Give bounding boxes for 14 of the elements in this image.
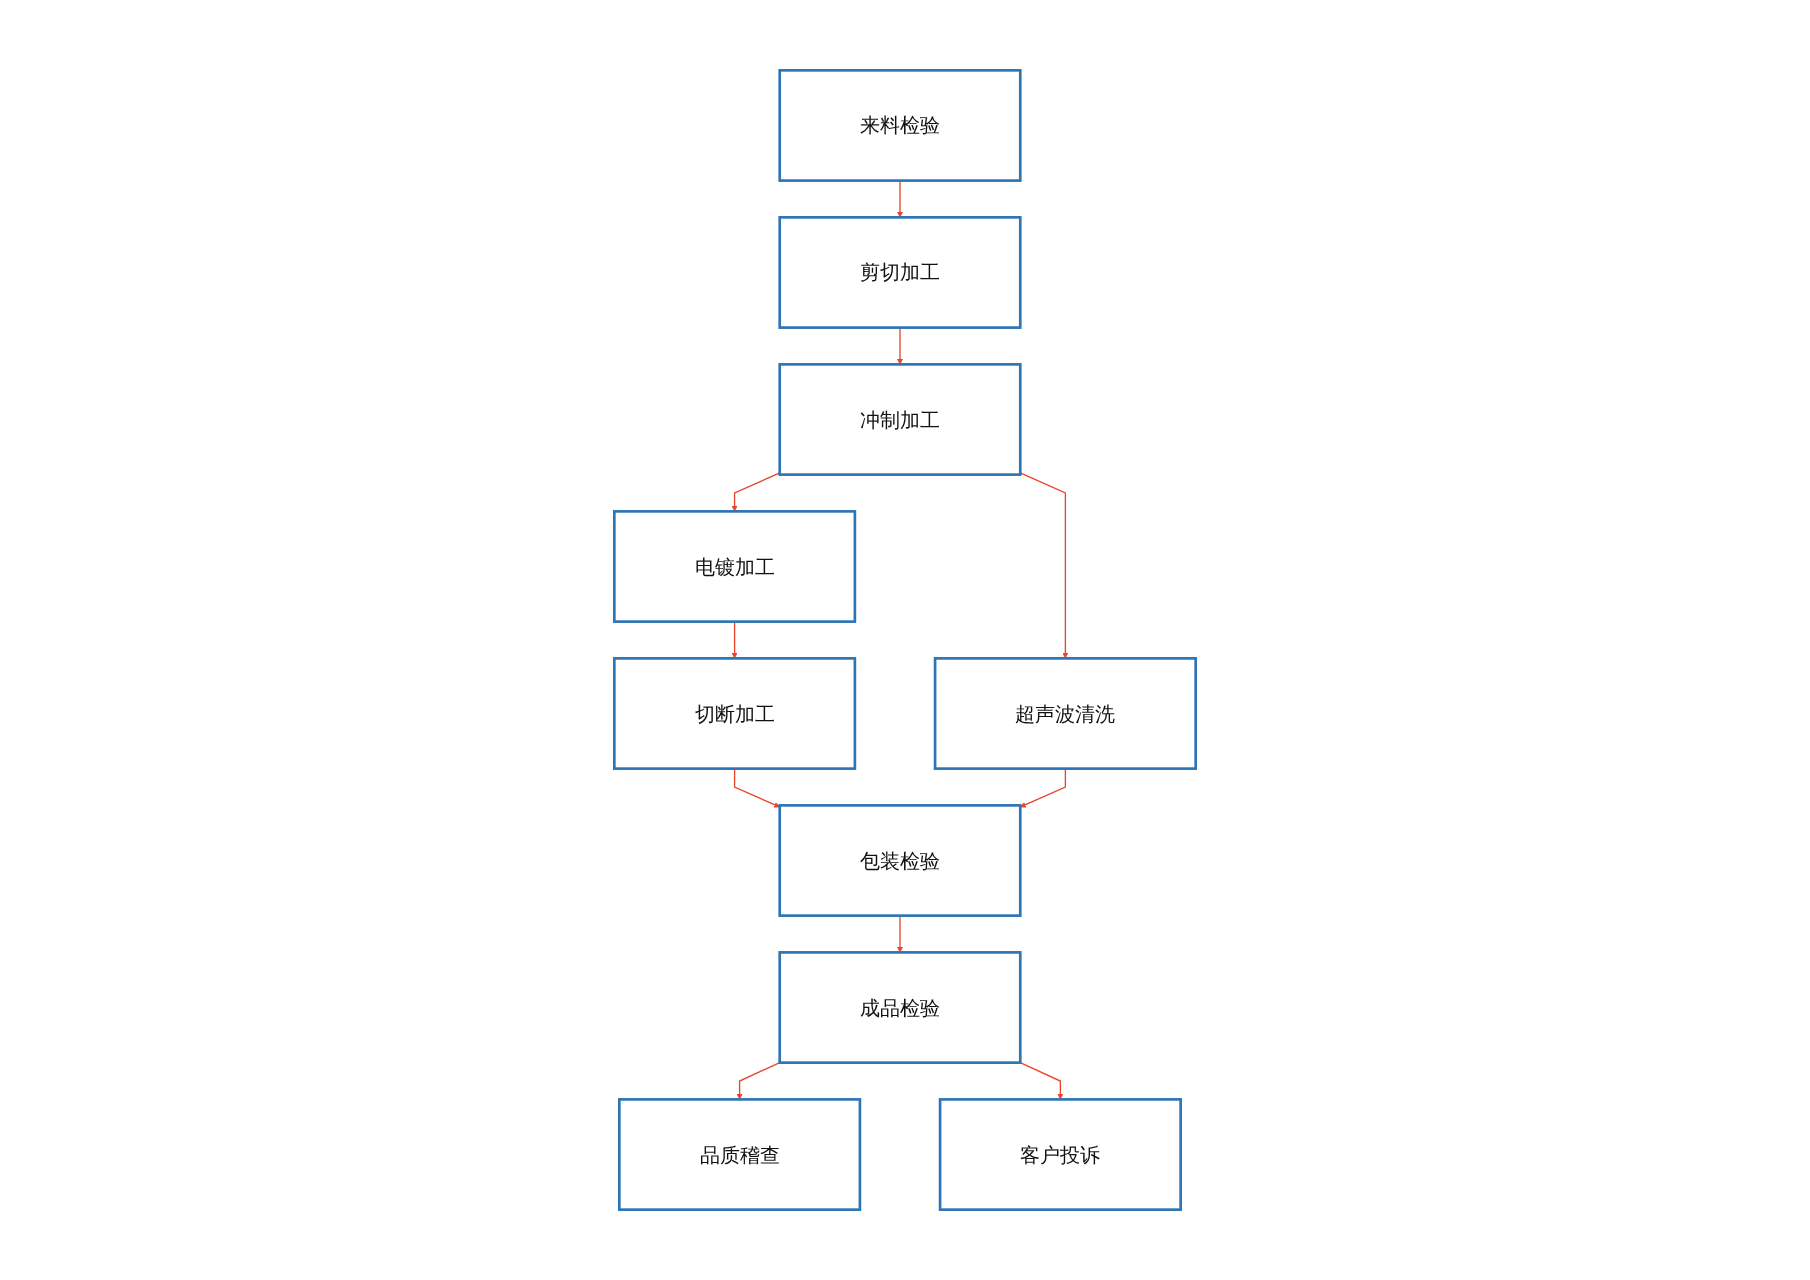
node-box: 成品检验: [778, 951, 1022, 1064]
node-box: 包装检验: [778, 804, 1022, 917]
node-box: 品质稽查: [618, 1098, 862, 1211]
node-box: 切断加工: [613, 657, 857, 770]
arrow: [1019, 1062, 1064, 1100]
node-box: 客户投诉: [938, 1098, 1182, 1211]
node-box: 来料检验: [778, 69, 1022, 182]
node-box: 剪切加工: [778, 216, 1022, 329]
node-box: 电镀加工: [613, 510, 857, 623]
arrow: [731, 472, 781, 512]
node-box: 超声波清洗: [933, 657, 1197, 770]
node-box: 冲制加工: [778, 363, 1022, 476]
arrow: [736, 1062, 781, 1100]
arrow: [1019, 472, 1069, 659]
